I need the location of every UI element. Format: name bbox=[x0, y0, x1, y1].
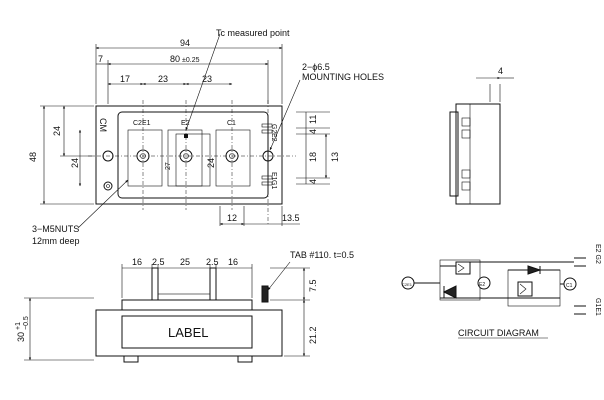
diode-right bbox=[527, 265, 542, 275]
circuit-node-c1-label: C1 bbox=[566, 283, 573, 289]
dim-11: 11 bbox=[308, 115, 318, 124]
dim-front-25: 25 bbox=[180, 257, 190, 267]
pin-label-g2: G2 bbox=[270, 124, 277, 133]
dim-23b: 23 bbox=[202, 74, 212, 84]
nuts-label-1: 3−M5NUTS bbox=[32, 224, 79, 234]
tab-pin bbox=[261, 285, 269, 303]
front-housing bbox=[121, 299, 253, 311]
pin-label-g1-e1: G1E1 bbox=[594, 298, 601, 316]
diode-left bbox=[442, 285, 457, 299]
pin-label-e1: E1 bbox=[270, 172, 277, 181]
pin-label-e2: E2 bbox=[270, 133, 277, 142]
dim-94: 94 bbox=[180, 38, 190, 48]
dim-front-16b: 16 bbox=[228, 257, 238, 267]
dim-23a: 23 bbox=[158, 74, 168, 84]
dim-13: 13 bbox=[330, 152, 340, 162]
dim-12: 12 bbox=[227, 213, 237, 223]
dim-7: 7 bbox=[98, 54, 103, 64]
circuit-diagram: C2E1 E2 C1 E2 G2 G1E1 CIRCUIT bbox=[401, 244, 601, 339]
terminal-label-c2e1: C2E1 bbox=[133, 120, 151, 127]
dim-side-4: 4 bbox=[498, 66, 503, 76]
dim-18: 18 bbox=[308, 152, 318, 162]
terminal-label-c1: C1 bbox=[227, 120, 236, 127]
dim-front-16a: 16 bbox=[132, 257, 142, 267]
igbt-upper bbox=[455, 261, 471, 275]
dim-24a: 24 bbox=[52, 126, 62, 136]
terminal-front-2 bbox=[209, 267, 217, 301]
tc-measured-point-label: Tc measured point bbox=[216, 28, 290, 38]
dim-4a: 4 bbox=[308, 129, 318, 134]
dim-13-5: 13.5 bbox=[282, 213, 300, 223]
dim-27: 27 bbox=[165, 162, 172, 170]
front-view: LABEL TAB #110. t=0.5 16 2.5 25 2.5 16 7… bbox=[15, 250, 354, 363]
circuit-node-e2 bbox=[477, 276, 491, 290]
dim-17: 17 bbox=[120, 74, 130, 84]
circuit-diagram-title: CIRCUIT DIAGRAM bbox=[458, 328, 539, 338]
top-view: C2E1 E2 C1 CM G2 E2 E1 G1 94 80±0.25 7 1… bbox=[28, 28, 384, 246]
label-area bbox=[121, 315, 253, 349]
dim-front-2-5a: 2.5 bbox=[152, 257, 165, 267]
terminal-front-1 bbox=[151, 267, 159, 301]
dim-front-30: 30+1−0.5 bbox=[15, 316, 30, 342]
terminal-label-e2: E2 bbox=[181, 120, 190, 127]
dim-4b: 4 bbox=[308, 179, 318, 184]
dim-48: 48 bbox=[28, 152, 38, 162]
module-base-top bbox=[95, 105, 283, 205]
dim-front-2-5b: 2.5 bbox=[206, 257, 219, 267]
circuit-node-c2e1-label: C2E1 bbox=[402, 282, 413, 287]
terminal-bar-center bbox=[175, 133, 211, 187]
pin-label-e2-g2: E2 G2 bbox=[594, 244, 601, 264]
label-text: LABEL bbox=[168, 325, 208, 340]
mounting-holes-label-2: MOUNTING HOLES bbox=[302, 72, 384, 82]
side-body bbox=[455, 103, 501, 205]
side-view: 4 bbox=[449, 66, 514, 205]
nuts-label-2: 12mm deep bbox=[32, 236, 80, 246]
mounting-holes-label-1: 2−ϕ6.5 bbox=[302, 62, 330, 72]
terminal-pocket-c1 bbox=[215, 129, 251, 187]
model-label-cm: CM bbox=[98, 118, 108, 132]
dim-80: 80±0.25 bbox=[170, 54, 200, 64]
dim-front-21-2: 21.2 bbox=[308, 326, 318, 344]
tab-label: TAB #110. t=0.5 bbox=[290, 250, 354, 260]
circuit-node-e2-label: E2 bbox=[479, 282, 485, 288]
dim-24c: 24 bbox=[206, 158, 216, 168]
dim-front-7-5: 7.5 bbox=[308, 279, 318, 292]
dim-24b: 24 bbox=[70, 158, 80, 168]
igbt-lower bbox=[517, 281, 533, 297]
pin-label-g1: G1 bbox=[270, 180, 277, 189]
terminal-pocket-c2e1 bbox=[127, 129, 163, 187]
